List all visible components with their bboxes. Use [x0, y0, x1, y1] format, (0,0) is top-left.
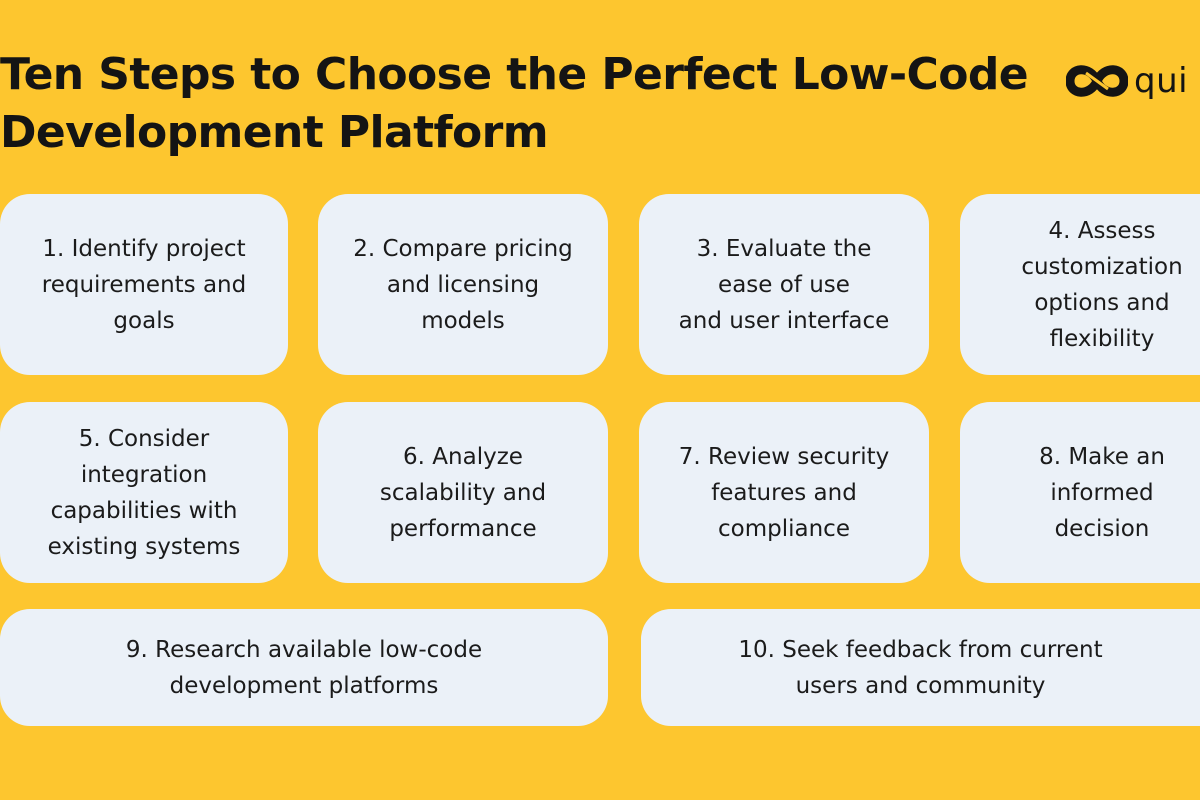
step-card-5: 5. Consider integration capabilities wit…	[0, 402, 288, 583]
step-label-10: 10. Seek feedback from current users and…	[738, 636, 1103, 699]
title-line-1: Ten Steps to Choose the Perfect Low-Code	[0, 49, 1029, 100]
page-title: Ten Steps to Choose the Perfect Low-Code…	[0, 46, 1040, 162]
step-label-5: 5. Consider integration capabilities wit…	[47, 425, 241, 560]
step-label-1: 1. Identify project requirements and goa…	[41, 235, 247, 334]
step-card-3: 3. Evaluate the ease of use and user int…	[639, 194, 929, 375]
infinity-knot-icon	[1066, 65, 1128, 97]
step-card-2: 2. Compare pricing and licensing models	[318, 194, 608, 375]
step-label-9: 9. Research available low-code developme…	[125, 636, 483, 699]
step-card-8: 8. Make an informed decision	[960, 402, 1200, 583]
brand-logo: qui	[1066, 54, 1200, 108]
step-card-4: 4. Assess customization options and flex…	[960, 194, 1200, 375]
step-card-1: 1. Identify project requirements and goa…	[0, 194, 288, 375]
step-label-2: 2. Compare pricing and licensing models	[353, 235, 573, 334]
step-card-10: 10. Seek feedback from current users and…	[641, 609, 1200, 726]
step-card-9: 9. Research available low-code developme…	[0, 609, 608, 726]
step-label-6: 6. Analyze scalability and performance	[379, 443, 547, 542]
step-label-3: 3. Evaluate the ease of use and user int…	[678, 235, 890, 334]
step-label-4: 4. Assess customization options and flex…	[1021, 217, 1183, 352]
logo-text: qui	[1134, 61, 1189, 101]
title-line-2: Development Platform	[0, 107, 549, 158]
step-label-7: 7. Review security features and complian…	[678, 443, 890, 542]
step-card-7: 7. Review security features and complian…	[639, 402, 929, 583]
step-card-6: 6. Analyze scalability and performance	[318, 402, 608, 583]
step-label-8: 8. Make an informed decision	[1039, 443, 1165, 542]
